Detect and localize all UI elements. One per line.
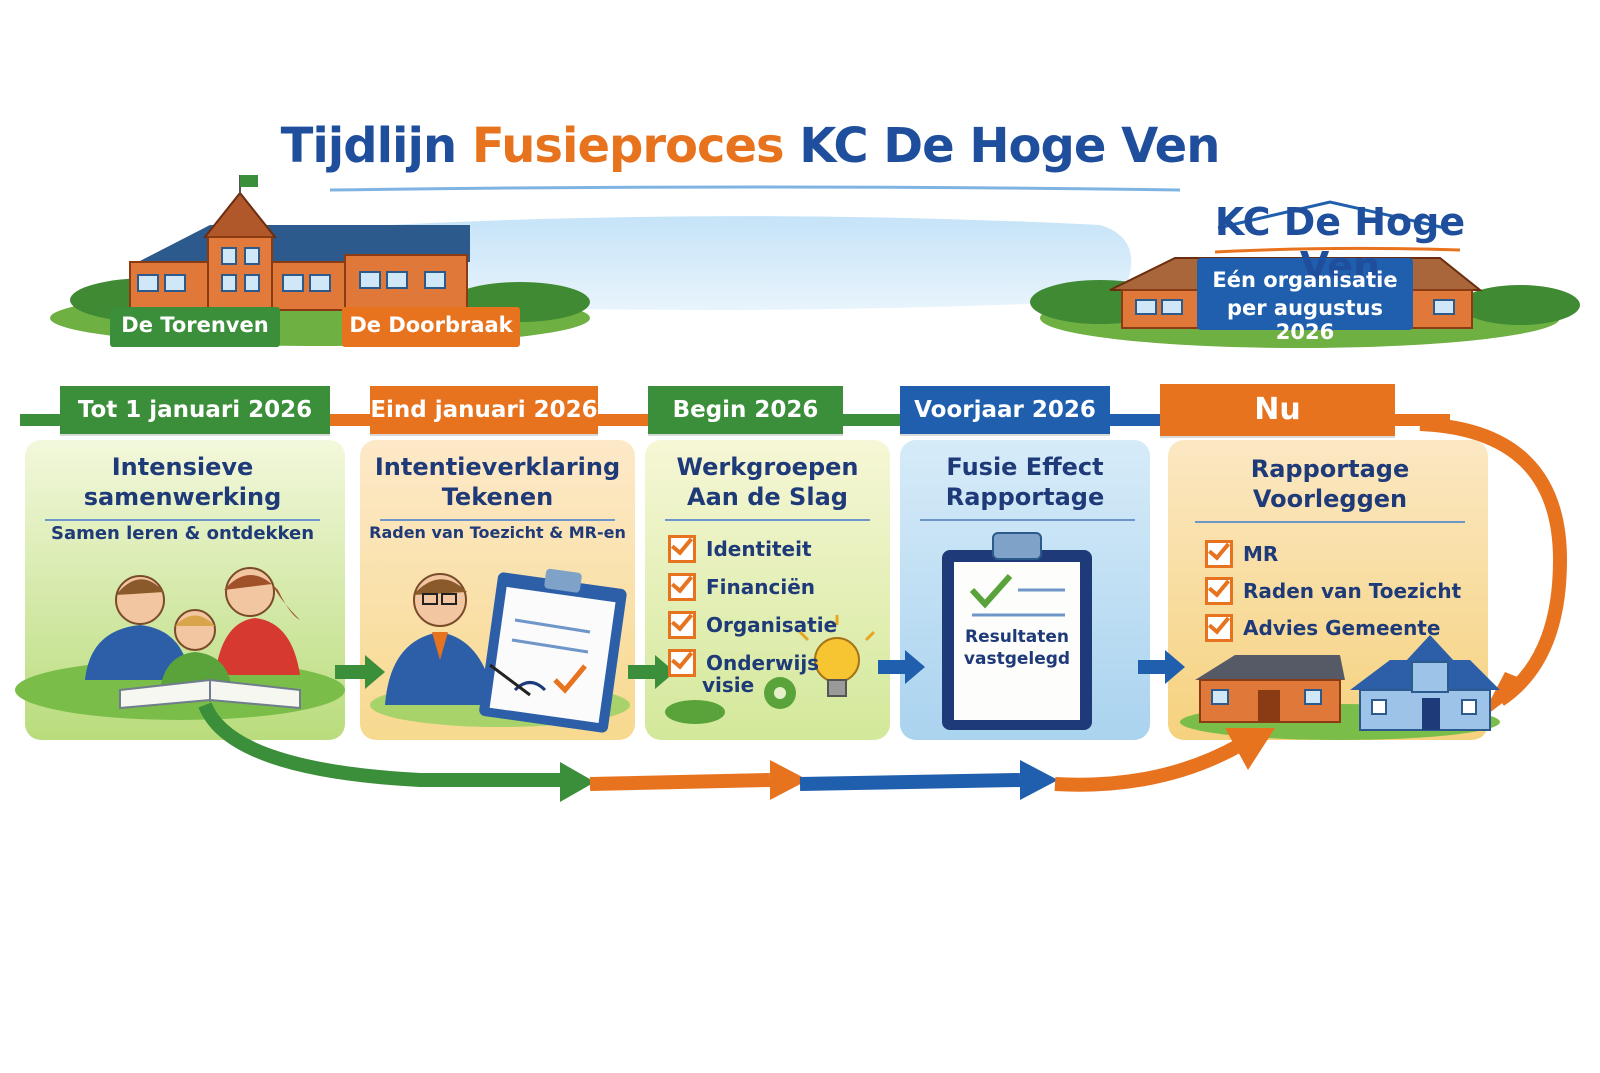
sign-line-2: per augustus 2026 <box>1226 296 1384 344</box>
checklist-item-financien: Financiën <box>668 573 815 601</box>
lightbulb-icon <box>798 615 876 697</box>
bush-card3 <box>665 700 725 724</box>
checklist-item-advies-gemeente: Advies Gemeente <box>1205 614 1440 642</box>
card-1-title-line-2: samenwerking <box>83 483 282 511</box>
clipboard-text-line-2: vastgelegd <box>963 649 1071 669</box>
page-title: Tijdlijn Fusieproces KC De Hoge Ven <box>0 118 1500 174</box>
title-part-2: Fusieproces <box>471 118 785 174</box>
family-reading-illustration <box>15 567 345 720</box>
card-2-subtitle: Raden van Toezicht & MR-en <box>369 523 626 542</box>
title-part-1: Tijdlijn <box>280 118 458 174</box>
clipboard-text: Resultaten vastgelegd <box>954 626 1080 670</box>
logo-underline <box>1214 246 1461 254</box>
checklist-item-onderwijs: Onderwijs <box>668 649 819 677</box>
sign-line-1: Eén organisatie <box>1212 268 1398 292</box>
card-3-title-line-2: Aan de Slag <box>687 483 848 511</box>
card-5-title: Rapportage Voorleggen <box>1180 454 1480 514</box>
title-underline <box>329 185 1181 192</box>
card-4-title: Fusie Effect Rapportage <box>905 452 1145 512</box>
sign-de-doorbraak-bg <box>342 307 520 347</box>
logo-roof-icon <box>1217 200 1446 230</box>
sign-een-organisatie-bg <box>1197 258 1413 330</box>
step-arrow-4 <box>1138 650 1185 684</box>
date-banner-3: Begin 2026 <box>648 386 843 434</box>
checklist-item-identiteit: Identiteit <box>668 535 812 563</box>
card-1-subtitle: Samen leren & ontdekken <box>50 523 315 544</box>
card-3-title: Werkgroepen Aan de Slag <box>650 452 885 512</box>
checkbox-icon <box>1205 577 1233 605</box>
bottom-arrow-orange <box>589 773 771 791</box>
step-arrow-1 <box>335 655 385 689</box>
bottom-arrow-orange-2 <box>1054 738 1244 792</box>
step-arrow-3 <box>878 650 925 684</box>
sign-de-torenven-bg <box>110 307 280 347</box>
checkbox-icon <box>668 573 696 601</box>
school-sign-doorbraak: De Doorbraak <box>349 313 513 337</box>
curved-arrow-right <box>1419 417 1568 706</box>
bottom-arrow-blue-head <box>1020 760 1058 800</box>
card-5-title-line-2: Voorleggen <box>1252 485 1408 513</box>
school-sign-torenven: De Torenven <box>121 313 269 337</box>
checklist-item-visie: visie <box>702 673 755 697</box>
checkbox-icon <box>668 611 696 639</box>
date-banner-1: Tot 1 januari 2026 <box>60 386 330 434</box>
bottom-arrow-green-head <box>560 762 595 802</box>
card-3-title-line-1: Werkgroepen <box>676 453 859 481</box>
card-4-title-line-1: Fusie Effect <box>946 453 1104 481</box>
checkbox-icon <box>1205 540 1233 568</box>
step-arrow-2 <box>628 655 675 689</box>
date-banner-2: Eind januari 2026 <box>370 386 598 434</box>
curved-arrow-right-head <box>1480 672 1530 720</box>
signing-illustration <box>370 568 630 733</box>
kc-logo-text: KC De Hoge Ven <box>1214 200 1466 288</box>
date-banner-4: Voorjaar 2026 <box>900 386 1110 434</box>
card-2-title-line-2: Tekenen <box>441 483 554 511</box>
card-2-title: Intentieverklaring Tekenen <box>365 452 630 512</box>
title-part-3: KC De Hoge Ven <box>799 118 1220 174</box>
checklist-item-mr: MR <box>1205 540 1278 568</box>
checklist-item-raden-van-toezicht: Raden van Toezicht <box>1205 577 1461 605</box>
checklist-item-organisatie: Organisatie <box>668 611 837 639</box>
checkbox-icon <box>668 649 696 677</box>
clipboard-text-line-1: Resultaten <box>964 627 1070 647</box>
bottom-arrow-orange-head <box>770 760 808 800</box>
gear-icon <box>764 677 796 709</box>
bottom-arrow-orange-2-head <box>1225 728 1275 770</box>
checkbox-icon <box>668 535 696 563</box>
card-5-title-line-1: Rapportage <box>1250 455 1410 483</box>
results-clipboard-icon <box>942 532 1092 730</box>
card-2-title-line-1: Intentieverklaring <box>374 453 621 481</box>
bottom-arrow-green <box>198 702 560 787</box>
checkbox-icon <box>1205 614 1233 642</box>
card-1-title: Intensieve samenwerking <box>45 452 320 512</box>
bottom-arrow-blue <box>799 773 1021 791</box>
card-1-title-line-1: Intensieve <box>111 453 254 481</box>
date-banner-5: Nu <box>1160 384 1395 436</box>
card-4-title-line-2: Rapportage <box>945 483 1105 511</box>
